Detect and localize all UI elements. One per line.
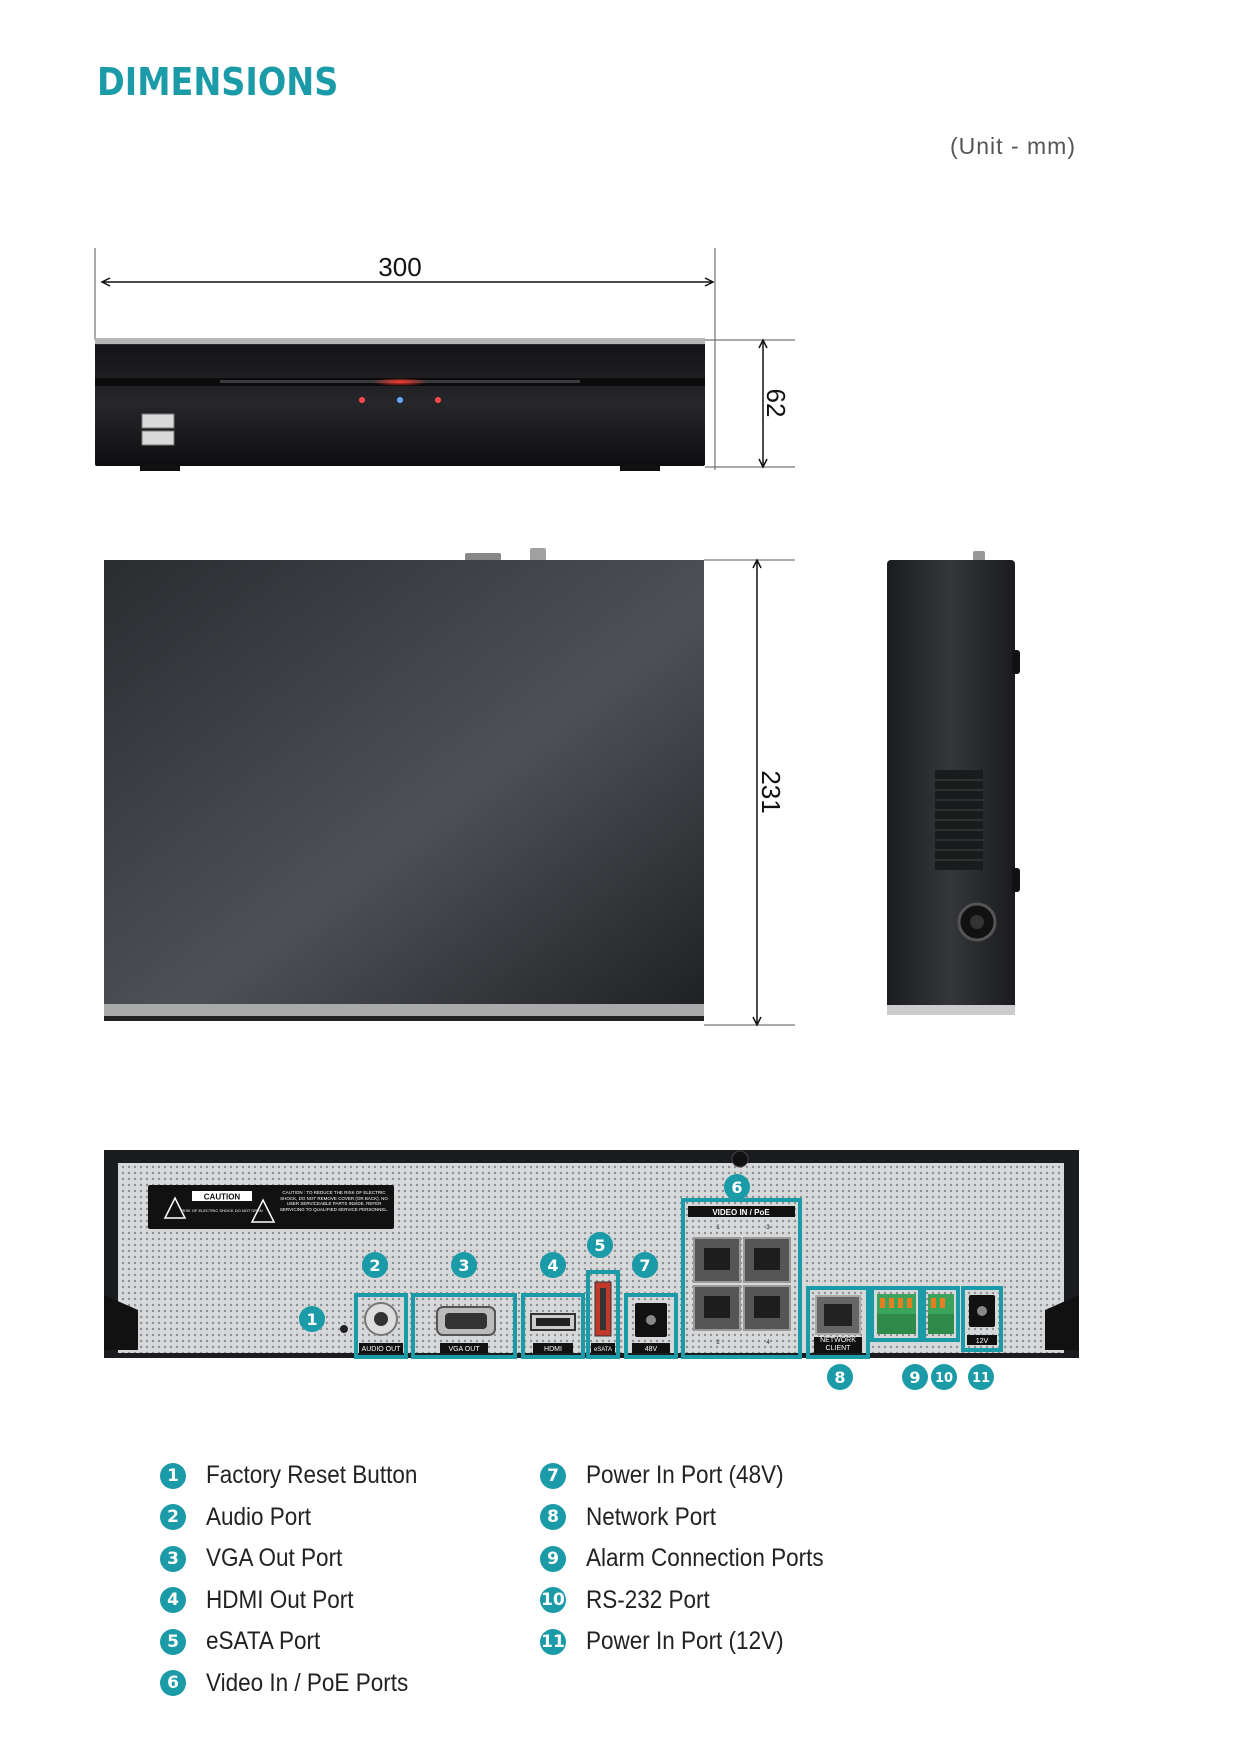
callout-10: 10: [935, 1371, 953, 1386]
power-12v-label: 12V: [976, 1338, 989, 1345]
video-in-label: VIDEO IN / PoE: [712, 1208, 770, 1217]
legend-label: Video In / PoE Ports: [206, 1668, 409, 1697]
callout-1: 1: [306, 1310, 317, 1329]
legend-item: 4 HDMI Out Port: [160, 1580, 441, 1622]
network-label: NETWORK CLIENT: [820, 1337, 856, 1352]
network-led: [435, 397, 441, 403]
power-48v-port[interactable]: 48V: [624, 1293, 678, 1359]
legend-number-badge: 4: [160, 1587, 186, 1614]
legend-number-badge: 7: [540, 1462, 566, 1489]
caution-title: CAUTION: [204, 1193, 241, 1202]
video-in-poe-ports[interactable]: VIDEO IN / PoE 1 3 2 4: [681, 1198, 802, 1359]
legend-item: 1 Factory Reset Button: [160, 1455, 441, 1497]
legend-item: 7 Power In Port (48V): [540, 1455, 850, 1497]
rs232-port[interactable]: [922, 1286, 960, 1342]
legend-item: 5 eSATA Port: [160, 1621, 441, 1663]
legend-number-badge: 9: [540, 1545, 566, 1572]
video-port-3-label: 3: [766, 1225, 770, 1231]
legend-number-badge: 6: [160, 1670, 186, 1697]
legend-label: Power In Port (12V): [586, 1627, 784, 1656]
audio-out-port[interactable]: AUDIO OUT: [354, 1293, 408, 1359]
vga-out-label: VGA OUT: [448, 1346, 480, 1353]
legend-number-badge: 1: [160, 1462, 186, 1489]
page-title: DIMENSIONS: [97, 60, 339, 104]
caution-label: CAUTION RISK OF ELECTRIC SHOCK DO NOT OP…: [148, 1185, 394, 1229]
network-port[interactable]: NETWORK CLIENT: [806, 1286, 870, 1359]
factory-reset-button[interactable]: [340, 1325, 348, 1333]
network-label-box: NETWORK CLIENT: [820, 1337, 856, 1352]
callout-2: 2: [369, 1256, 380, 1275]
hdmi-port[interactable]: HDMI: [521, 1293, 585, 1359]
unit-note: (Unit - mm): [950, 133, 1076, 159]
legend-label: Network Port: [586, 1502, 717, 1531]
video-port-1-label: 1: [716, 1225, 720, 1231]
caution-text: CAUTION : TO REDUCE THE RISK OF ELECTRIC…: [279, 1190, 389, 1212]
side-view: [887, 551, 1020, 1015]
legend-item: 11 Power In Port (12V): [540, 1621, 850, 1663]
legend-number-badge: 2: [160, 1504, 186, 1531]
legend-number-badge: 10: [540, 1587, 566, 1614]
callout-3: 3: [458, 1256, 469, 1275]
power-12v-port[interactable]: 12V: [961, 1286, 1003, 1352]
callout-11: 11: [972, 1371, 990, 1386]
power-led: [359, 397, 365, 403]
legend-label: HDMI Out Port: [206, 1585, 354, 1614]
vga-out-port[interactable]: VGA OUT: [411, 1293, 517, 1359]
caution-subtitle: RISK OF ELECTRIC SHOCK DO NOT OPEN: [181, 1208, 262, 1213]
callout-5: 5: [594, 1236, 605, 1255]
top-view: [104, 548, 795, 1027]
esata-label: eSATA: [594, 1347, 612, 1353]
caution-text-box: CAUTION : TO REDUCE THE RISK OF ELECTRIC…: [279, 1190, 389, 1212]
legend-label: Factory Reset Button: [206, 1461, 418, 1490]
power-48v-label: 48V: [645, 1346, 658, 1353]
usb-port-top: [141, 413, 175, 429]
callout-8: 8: [834, 1368, 845, 1387]
legend-item: 8 Network Port: [540, 1497, 850, 1539]
callout-9: 9: [909, 1368, 920, 1387]
legend-right-column: 7 Power In Port (48V) 8 Network Port 9 Alarm …: [540, 1455, 850, 1663]
legend-label: Power In Port (48V): [586, 1461, 784, 1490]
depth-dimension-label: 231: [756, 770, 786, 813]
legend-label: RS-232 Port: [586, 1585, 710, 1614]
legend-number-badge: 5: [160, 1628, 186, 1655]
legend-left-column: 1 Factory Reset Button 2 Audio Port 3 VGA Out…: [160, 1455, 441, 1704]
video-port-4-label: 4: [766, 1340, 770, 1346]
legend-number-badge: 8: [540, 1504, 566, 1531]
height-dimension-label: 62: [761, 389, 791, 418]
video-port-2-label: 2: [716, 1340, 720, 1346]
legend-label: Audio Port: [206, 1502, 312, 1531]
legend-item: 10 RS-232 Port: [540, 1580, 850, 1622]
top-cover: [104, 560, 704, 1020]
rear-view: CAUTION RISK OF ELECTRIC SHOCK DO NOT OP…: [104, 1150, 1079, 1390]
callout-6: 6: [731, 1178, 742, 1197]
esata-port[interactable]: eSATA: [586, 1270, 620, 1359]
usb-port-bottom: [141, 430, 175, 446]
legend-label: eSATA Port: [206, 1627, 321, 1656]
legend-number-badge: 3: [160, 1545, 186, 1572]
audio-out-label: AUDIO OUT: [362, 1346, 402, 1353]
legend-item: 3 VGA Out Port: [160, 1538, 441, 1580]
callout-4: 4: [547, 1256, 558, 1275]
alarm-connection-ports[interactable]: [870, 1286, 922, 1342]
side-vent: [935, 770, 983, 870]
legend-label: Alarm Connection Ports: [586, 1544, 824, 1573]
front-view: [94, 248, 795, 471]
legend-item: 2 Audio Port: [160, 1497, 441, 1539]
hdmi-label: HDMI: [544, 1346, 562, 1353]
status-led-bar: [372, 378, 428, 386]
hdd-led: [397, 397, 403, 403]
legend-item: 6 Video In / PoE Ports: [160, 1663, 441, 1705]
callout-7: 7: [639, 1256, 650, 1275]
legend-number-badge: 11: [540, 1628, 566, 1655]
legend-item: 9 Alarm Connection Ports: [540, 1538, 850, 1580]
rj45-port-2[interactable]: [693, 1285, 741, 1331]
width-dimension-label: 300: [378, 252, 421, 282]
legend-label: VGA Out Port: [206, 1544, 343, 1573]
